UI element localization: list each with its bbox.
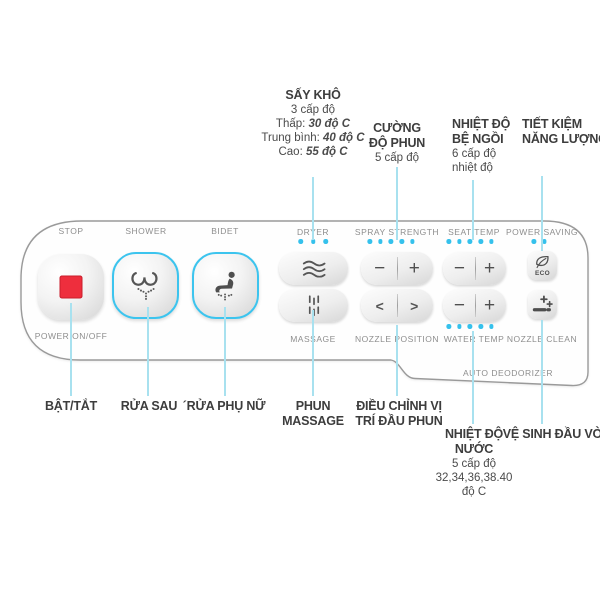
dryer-level-mid: Trung bình: 40 độ C bbox=[261, 132, 365, 144]
callout-line-bidet-bottom bbox=[224, 307, 226, 396]
level-dot bbox=[489, 239, 494, 244]
level-dots-power-saving bbox=[531, 239, 547, 244]
annotation-spray-info: CƯỜNG ĐỘ PHUN 5 cấp độ bbox=[368, 121, 426, 164]
callout-line-spray-top bbox=[396, 167, 398, 240]
eco-leaf-icon bbox=[536, 255, 549, 268]
level-dot bbox=[457, 324, 462, 329]
level-dots-dryer bbox=[298, 239, 328, 244]
panel-label-water-temp: WATER TEMP bbox=[443, 334, 505, 344]
level-dots-spray-strength bbox=[367, 239, 415, 244]
eco-button[interactable]: ECO bbox=[528, 251, 557, 280]
annotation-nozzle-adjust: ĐIỀU CHỈNH VỊ TRÍ ĐẦU PHUN bbox=[355, 399, 443, 428]
button-divider bbox=[474, 256, 476, 281]
bidet-wash-icon bbox=[214, 271, 235, 300]
button-divider bbox=[397, 293, 398, 318]
callout-line-seat-top bbox=[472, 180, 474, 240]
shower-button[interactable] bbox=[112, 252, 179, 319]
annotation-title: SẤY KHÔ bbox=[285, 88, 341, 102]
level-dot bbox=[457, 239, 462, 244]
dryer-waves-icon bbox=[302, 260, 325, 277]
level-dot bbox=[298, 239, 303, 244]
annotation-water-temp-info: NHIỆT ĐỘ NƯỚC 5 cấp độ 32,34,36,38.40 độ… bbox=[435, 427, 513, 498]
spray-strength-button[interactable]: − + bbox=[361, 252, 433, 285]
level-dot bbox=[542, 239, 547, 244]
level-dot bbox=[410, 239, 415, 244]
callout-line-shower-bottom bbox=[147, 307, 149, 396]
level-dot bbox=[531, 239, 536, 244]
panel-label-shower: SHOWER bbox=[125, 226, 167, 236]
level-dot bbox=[467, 239, 473, 244]
annotation-sub: 3 cấp độ bbox=[290, 104, 336, 116]
panel-label-auto-deodorizer: AUTO DEODORIZER bbox=[463, 368, 553, 378]
callout-line-dryer-top bbox=[312, 177, 314, 240]
level-dot bbox=[310, 239, 316, 244]
annotation-power-toggle: BẬT/TẮT bbox=[44, 399, 98, 413]
level-dot bbox=[367, 239, 372, 244]
eco-label: ECO bbox=[535, 269, 550, 277]
level-dot bbox=[489, 324, 494, 329]
callout-line-nozzle-bottom bbox=[396, 325, 398, 396]
level-dots-water-temp bbox=[446, 324, 494, 329]
dryer-level-low: Thấp: 30 độ C bbox=[275, 118, 351, 130]
panel-label-bidet: BIDET bbox=[211, 226, 239, 236]
level-dot bbox=[446, 239, 451, 244]
dryer-level-high: Cao: 55 độ C bbox=[278, 146, 348, 158]
annotation-dryer-info: SẤY KHÔ 3 cấp độ Thấp: 30 độ C Trung bìn… bbox=[261, 88, 364, 159]
panel-label-stop: STOP bbox=[58, 226, 84, 236]
annotation-feminine-wash: ´RỬA PHỤ NỮ bbox=[182, 399, 266, 413]
water-temp-button[interactable]: − + bbox=[443, 289, 506, 322]
level-dot bbox=[478, 324, 483, 329]
button-divider bbox=[397, 256, 398, 281]
callout-line-nozzle-clean-bottom bbox=[541, 320, 543, 424]
nozzle-clean-icon bbox=[532, 295, 553, 312]
annotation-rear-wash: RỬA SAU bbox=[120, 399, 178, 413]
nozzle-position-button[interactable]: < > bbox=[361, 289, 433, 322]
level-dot bbox=[323, 239, 328, 244]
callout-line-massage-bottom bbox=[312, 310, 314, 396]
level-dot bbox=[378, 239, 383, 244]
massage-lines-icon bbox=[308, 294, 319, 316]
level-dot bbox=[399, 239, 404, 244]
stop-square-icon bbox=[59, 275, 83, 299]
level-dot bbox=[388, 239, 394, 244]
shower-wash-icon bbox=[130, 271, 158, 300]
seat-temp-button[interactable]: − + bbox=[443, 252, 506, 285]
annotation-seat-temp-info: NHIỆT ĐỘ BỆ NGỒI 6 cấp độ nhiệt độ bbox=[452, 117, 511, 174]
level-dot bbox=[446, 324, 451, 329]
nozzle-clean-button[interactable] bbox=[528, 290, 557, 319]
level-dot bbox=[467, 324, 473, 329]
panel-label-seat-temp: SEAT TEMP bbox=[448, 227, 500, 237]
callout-line-power-saving-top bbox=[541, 176, 543, 251]
level-dots-seat-temp bbox=[446, 239, 494, 244]
callout-line-stop-bottom bbox=[70, 303, 72, 396]
annotation-power-saving-info: TIẾT KIỆM NĂNG LƯỢNG bbox=[522, 117, 600, 146]
callout-line-water-temp-bottom bbox=[472, 331, 474, 424]
level-dot bbox=[478, 239, 483, 244]
button-divider bbox=[474, 293, 476, 318]
annotation-massage-spray: PHUN MASSAGE bbox=[282, 399, 344, 428]
dryer-button[interactable] bbox=[279, 252, 348, 285]
annotation-nozzle-clean-info: VỆ SINH ĐẦU VÒI bbox=[502, 427, 600, 441]
